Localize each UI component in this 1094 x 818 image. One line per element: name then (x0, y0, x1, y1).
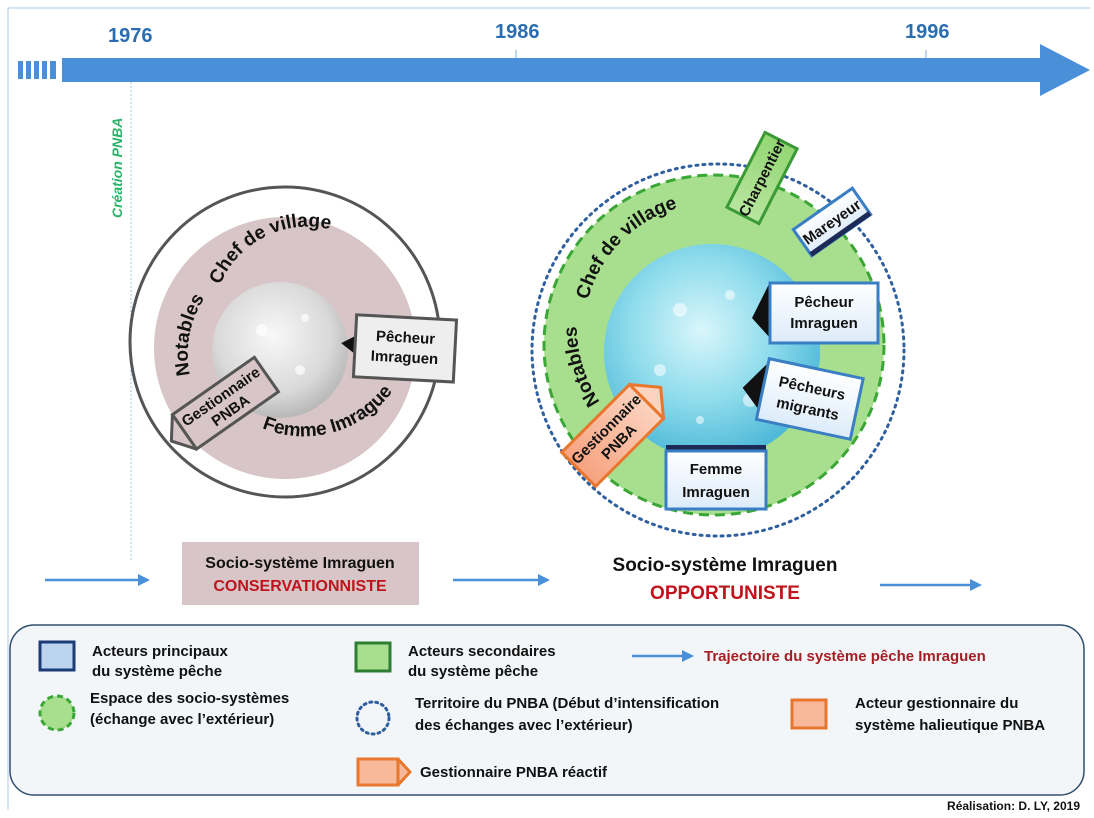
right-pecheur-line2: Imraguen (790, 315, 858, 332)
left-subtitle: CONSERVATIONNISTE (213, 578, 387, 595)
legend-space-line2: (échange avec l’extérieur) (90, 711, 274, 728)
legend-primary-line2: du système pêche (92, 663, 222, 680)
year-1996: 1996 (905, 21, 950, 43)
timeline-dash (18, 61, 23, 79)
legend-panel (9, 624, 1085, 796)
timeline-dash (34, 61, 39, 79)
right-pecheur-line1: Pêcheur (794, 294, 853, 311)
legend-secondary-line2: du système pêche (408, 663, 538, 680)
left-pecheur-line1: Pêcheur (376, 328, 436, 348)
timeline-dash (42, 61, 47, 79)
creation-pnba-label: Création PNBA (109, 118, 125, 218)
trajectory-arrow (45, 574, 150, 586)
right-pecheur-box: Pêcheur Imraguen (752, 281, 880, 345)
left-title: Socio-système Imraguen (205, 555, 394, 572)
credit: Réalisation: D. LY, 2019 (947, 799, 1080, 813)
year-1986: 1986 (495, 21, 540, 43)
left-pecheur-line2: Imraguen (370, 348, 438, 369)
legend-manager-line2: système halieutique PNBA (855, 717, 1045, 734)
legend-space-line1: Espace des socio-systèmes (90, 690, 289, 707)
legend-secondary-line1: Acteurs secondaires (408, 643, 556, 660)
trajectory-arrow (453, 574, 550, 586)
legend-secondary-swatch (354, 641, 392, 673)
legend-reactive-label: Gestionnaire PNBA réactif (420, 764, 608, 781)
legend-primary-swatch (38, 640, 76, 672)
legend-trajectory-label: Trajectoire du système pêche Imraguen (704, 648, 986, 665)
timeline-dash (26, 61, 31, 79)
left-title-panel (182, 542, 419, 605)
trajectory-arrow (880, 579, 982, 591)
right-femme-line2: Imraguen (682, 484, 750, 501)
right-femme-line1: Femme (690, 461, 743, 478)
legend-territory-line2: des échanges avec l’extérieur) (415, 717, 633, 734)
left-socio-system: Chef de village Notables Femme Imraguen … (0, 0, 459, 605)
legend-reactive-swatch (356, 757, 412, 787)
right-femme-box: Femme Imraguen (664, 445, 768, 511)
pecheurs-migrants-box: Pêcheurs migrants (742, 356, 865, 442)
trajectory-arrows (45, 574, 982, 591)
legend-territory-swatch (355, 700, 391, 736)
timeline: 1976 1986 1996 Création PNBA (18, 21, 1090, 560)
left-pecheur-box: Pêcheur Imraguen (341, 313, 459, 384)
legend-manager-swatch (790, 698, 828, 730)
right-title: Socio-système Imraguen (613, 555, 838, 576)
legend: Acteurs principaux du système pêche Acte… (9, 624, 1085, 796)
legend-trajectory-arrow (632, 650, 694, 662)
year-1976: 1976 (108, 25, 153, 47)
legend-manager-line1: Acteur gestionnaire du (855, 695, 1018, 712)
right-subtitle: OPPORTUNISTE (650, 583, 800, 604)
timeline-dash (50, 61, 56, 79)
legend-territory-line1: Territoire du PNBA (Début d’intensificat… (415, 695, 719, 712)
legend-space-swatch (38, 694, 76, 732)
right-socio-system: Chef de village Notables Charpentier Mar… (530, 130, 906, 604)
timeline-arrow (62, 44, 1090, 96)
legend-primary-line1: Acteurs principaux (92, 643, 229, 660)
pnba-territory-circle (530, 162, 906, 538)
